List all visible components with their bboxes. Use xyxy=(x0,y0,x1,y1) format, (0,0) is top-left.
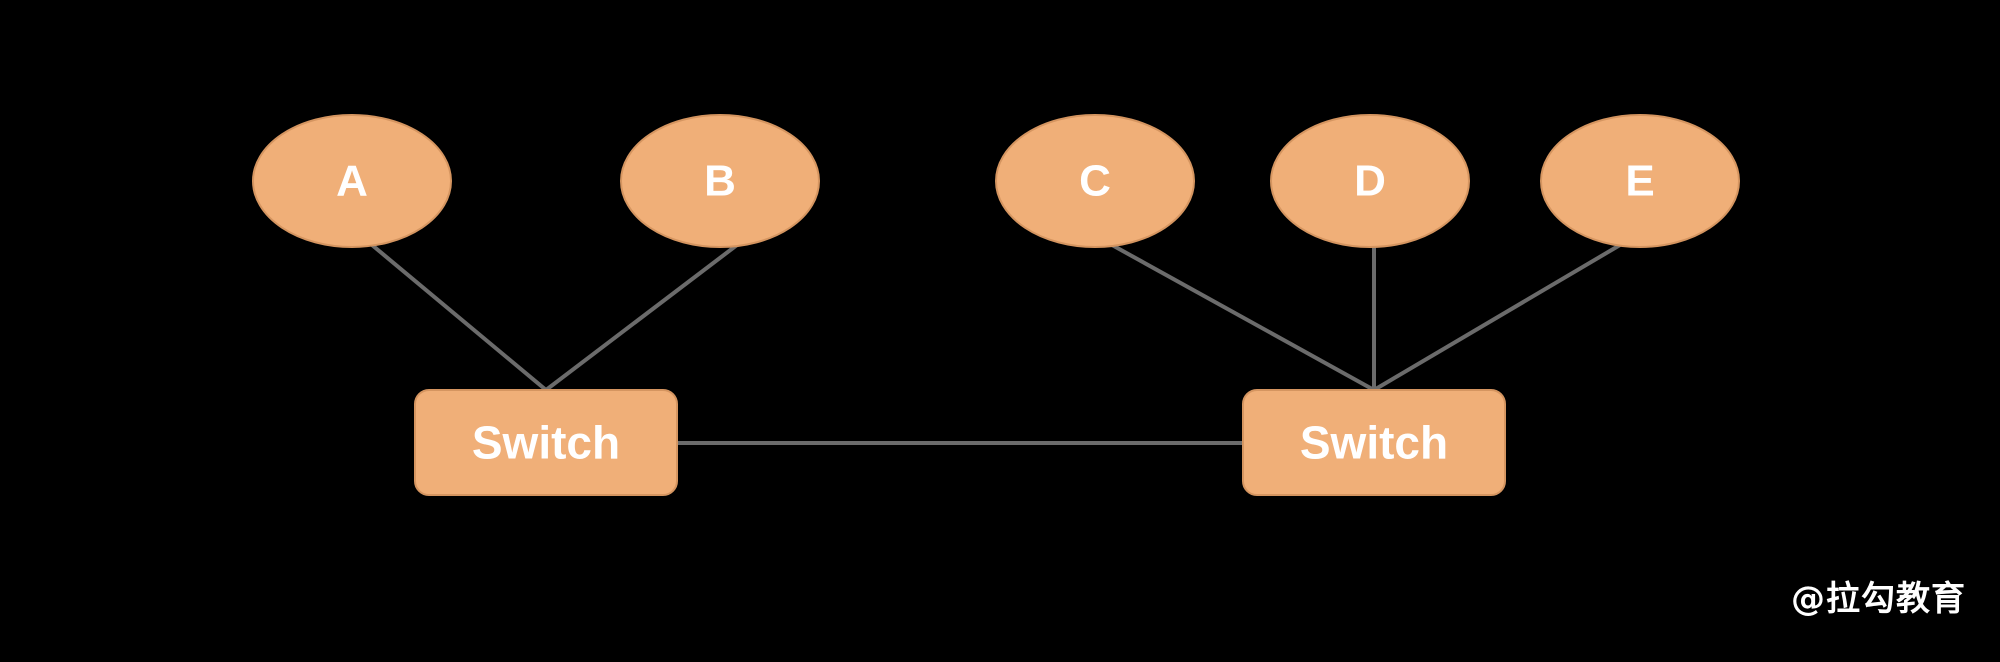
switch-left[interactable]: Switch xyxy=(414,389,678,496)
link-a-switch-left xyxy=(370,243,548,392)
switches-group: Switch Switch xyxy=(414,389,1506,496)
host-node-d[interactable]: D xyxy=(1270,114,1470,248)
host-node-b-shape xyxy=(620,114,820,248)
link-c-switch-right xyxy=(1111,243,1375,392)
host-node-a-shape xyxy=(252,114,452,248)
link-b-switch-left xyxy=(544,243,739,392)
host-node-d-shape xyxy=(1270,114,1470,248)
host-node-b-label: B xyxy=(704,157,736,206)
host-node-a-label: A xyxy=(336,157,368,206)
switch-right[interactable]: Switch xyxy=(1242,389,1506,496)
host-node-b[interactable]: B xyxy=(620,114,820,248)
host-node-c-shape xyxy=(995,114,1195,248)
host-node-e[interactable]: E xyxy=(1540,114,1740,248)
host-node-e-label: E xyxy=(1625,157,1654,206)
link-e-switch-right xyxy=(1372,243,1622,392)
switch-right-label: Switch xyxy=(1300,417,1448,469)
host-node-e-shape xyxy=(1540,114,1740,248)
host-node-d-label: D xyxy=(1354,157,1386,206)
host-node-c-label: C xyxy=(1079,157,1111,206)
watermark-text: @拉勾教育 xyxy=(1791,579,1966,619)
switch-left-shape xyxy=(414,389,678,496)
host-node-c[interactable]: C xyxy=(995,114,1195,248)
host-node-a[interactable]: A xyxy=(252,114,452,248)
links-group xyxy=(370,243,1622,445)
hosts-group: A B C D E xyxy=(252,114,1740,248)
switch-right-shape xyxy=(1242,389,1506,496)
switch-left-label: Switch xyxy=(472,417,620,469)
